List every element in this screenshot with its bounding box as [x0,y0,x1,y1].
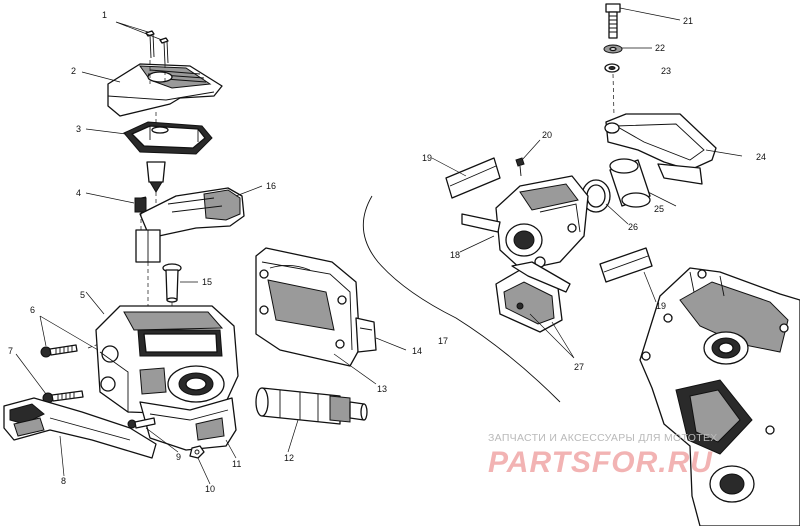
callout-24: 24 [756,152,766,162]
callout-3: 3 [76,124,81,134]
part-bushing-25 [609,158,651,208]
part-shaft-12 [255,387,368,425]
callout-27: 27 [574,362,584,372]
callout-12: 12 [284,453,294,463]
callout-13: 13 [377,384,387,394]
callout-9: 9 [176,452,181,462]
callout-19a: 19 [422,153,432,163]
part-cover-13 [255,247,361,367]
callout-4: 4 [76,188,81,198]
callout-labels: 1 2 3 4 5 6 7 8 9 10 11 12 13 14 15 16 1… [8,10,766,494]
part-bolt-21 [605,3,621,39]
part-caliper-18 [461,175,589,271]
callout-10: 10 [205,484,215,494]
callout-7: 7 [8,346,13,356]
part-tab-14 [355,317,377,353]
part-shim-19a [445,157,501,199]
callout-25: 25 [654,204,664,214]
callout-23: 23 [661,66,671,76]
callout-8: 8 [61,476,66,486]
callout-1: 1 [102,10,107,20]
callout-11: 11 [232,459,241,469]
part-bolts-6-7 [40,344,84,404]
callout-15: 15 [202,277,212,287]
part-bracket-11 [139,397,237,451]
part-pin-15 [162,263,182,303]
callout-16: 16 [266,181,276,191]
part-shim-19b [599,247,653,283]
part-bracket-24 [604,113,717,185]
watermark-logo: PARTSFOR.RU [488,446,713,479]
watermark-text: ЗАПЧАСТИ И АКСЕССУАРЫ ДЛЯ МОТОТЕХ [488,432,718,444]
part-nut-23 [604,63,620,73]
part-oring-26 [581,179,611,213]
callout-26: 26 [628,222,638,232]
part-housing-5 [95,305,239,415]
part-chaincase-17 [639,267,800,526]
part-gasket-3 [123,121,213,155]
part-nut-10 [189,445,205,459]
boundary-curve [362,195,561,403]
leader-lines [15,7,743,485]
callout-20: 20 [542,130,552,140]
part-cover-2 [107,63,223,117]
part-screws-1 [145,30,169,65]
callout-22: 22 [655,43,665,53]
part-brake-lever-8 [3,397,157,459]
part-screw-20 [515,157,525,177]
part-washer-22 [603,44,623,54]
callout-21: 21 [683,16,693,26]
callout-18: 18 [450,250,460,260]
part-brake-pads-27 [495,261,571,333]
callout-2: 2 [71,66,76,76]
callout-17: 17 [438,336,448,346]
callout-19b: 19 [656,301,666,311]
part-throttle-lever-16 [135,187,245,263]
callout-6: 6 [30,305,35,315]
part-screw-9 [127,417,156,429]
callout-5: 5 [80,290,85,300]
part-spring-4 [134,196,147,213]
part-plunger [146,161,166,206]
callout-14: 14 [412,346,422,356]
